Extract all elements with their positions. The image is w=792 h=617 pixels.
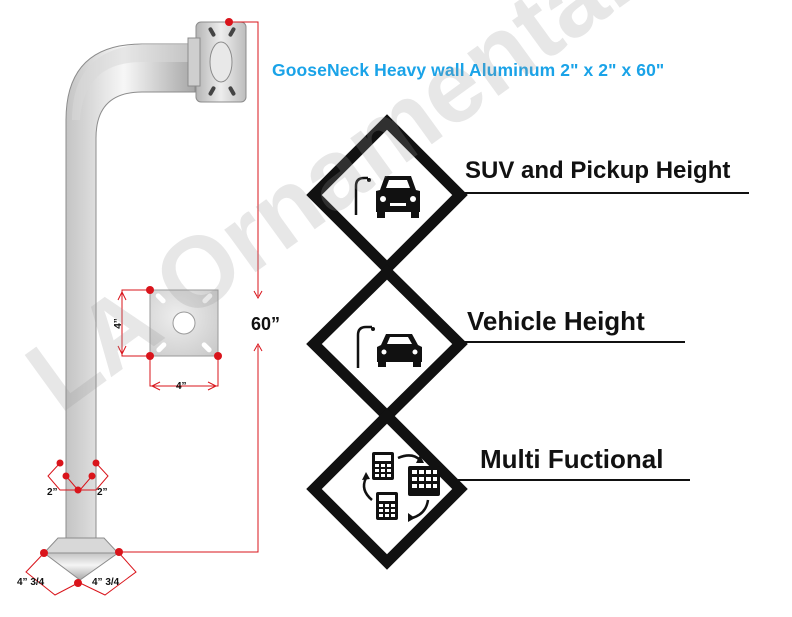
- diamond-suv: [306, 114, 749, 276]
- diamond-multi: [306, 408, 690, 570]
- plate-width-label: 4”: [176, 381, 187, 392]
- top-mount-plate: [187, 21, 247, 103]
- tube-right-label: 2”: [97, 487, 108, 498]
- feature-label-vehicle: Vehicle Height: [467, 306, 645, 336]
- suv-car-icon: [354, 176, 420, 218]
- diamond-vehicle: [306, 264, 685, 424]
- sedan-car-icon: [356, 325, 422, 368]
- base-right-label: 4” 3/4: [92, 577, 120, 588]
- height-dimension-label: 60”: [251, 314, 281, 334]
- tube-left-label: 2”: [47, 487, 58, 498]
- plate-height-label: 4”: [112, 318, 124, 329]
- dimension-points: [40, 18, 233, 587]
- product-title: GooseNeck Heavy wall Aluminum 2" x 2" x …: [272, 60, 665, 80]
- base-left-label: 4” 3/4: [17, 577, 45, 588]
- keypads-cycle-icon: [362, 452, 440, 522]
- feature-label-suv: SUV and Pickup Height: [465, 157, 731, 184]
- dimension-lines: [25, 21, 263, 596]
- feature-label-multi: Multi Fuctional: [480, 444, 664, 474]
- mounting-plate: [149, 289, 219, 357]
